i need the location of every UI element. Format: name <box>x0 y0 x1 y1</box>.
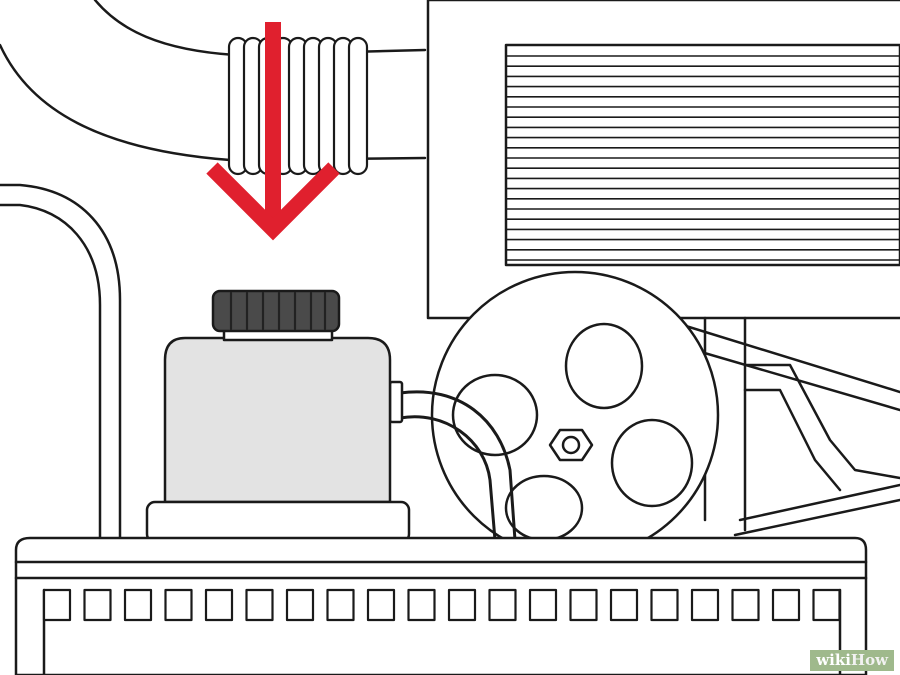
watermark-part-2: How <box>850 651 888 669</box>
watermark-part-1: wiki <box>816 651 851 669</box>
radiator-fin <box>609 588 639 622</box>
radiator-block <box>14 536 868 675</box>
radiator-fin <box>650 588 679 622</box>
radiator-fin <box>285 588 315 622</box>
radiator-fin <box>42 588 72 622</box>
radiator-fin <box>528 588 558 622</box>
radiator-fin <box>447 588 477 622</box>
radiator-fin <box>245 588 274 622</box>
hose-clamp <box>227 36 369 176</box>
radiator-fin <box>690 588 720 622</box>
radiator-fin <box>123 588 153 622</box>
side-hose <box>0 183 122 547</box>
wikihow-watermark: wikiHow <box>810 650 894 671</box>
radiator-fin <box>488 588 517 622</box>
radiator-fins <box>42 588 841 622</box>
radiator-fin <box>569 588 598 622</box>
air-filter-box <box>426 0 900 320</box>
drive-belt <box>658 316 900 537</box>
radiator-fin <box>164 588 193 622</box>
radiator-fin <box>407 588 436 622</box>
filter-grille <box>505 55 900 261</box>
radiator-fin <box>731 588 760 622</box>
pulley-wheel <box>430 270 720 560</box>
radiator-fin <box>326 588 355 622</box>
reservoir-hose <box>398 390 517 542</box>
power-steering-reservoir <box>145 326 411 544</box>
intake-pipe <box>0 0 427 162</box>
reservoir-cap <box>211 289 341 333</box>
radiator-fin <box>771 588 801 622</box>
down-arrow-icon <box>206 22 340 241</box>
radiator-fin <box>812 588 841 622</box>
radiator-fin <box>83 588 112 622</box>
radiator-fin <box>204 588 234 622</box>
radiator-fin <box>366 588 396 622</box>
